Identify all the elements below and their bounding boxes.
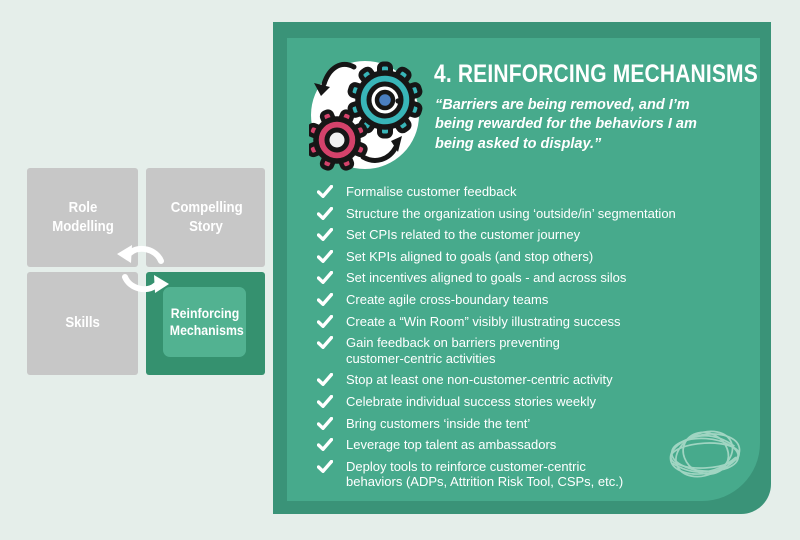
matrix-active-cell-highlight: Reinforcing Mechanisms: [163, 287, 246, 357]
matrix-cell-label: Skills: [65, 314, 100, 332]
gears-cycle-icon: [309, 61, 423, 171]
checklist-item-text: Create a “Win Room” visibly illustrating…: [346, 313, 621, 329]
checklist: Formalise customer feedback Structure th…: [317, 184, 732, 496]
check-icon: [317, 459, 333, 473]
matrix-cell-label: Role Modelling: [51, 198, 114, 235]
checklist-item-text: Leverage top talent as ambassadors: [346, 437, 557, 453]
check-icon: [317, 438, 333, 452]
checklist-item: Set KPIs aligned to goals (and stop othe…: [317, 249, 732, 265]
checklist-item-text: Deploy tools to reinforce customer-centr…: [346, 458, 624, 490]
checklist-item-text: Set CPIs related to the customer journey: [346, 227, 581, 243]
check-icon: [317, 185, 333, 198]
reinforcing-mechanisms-panel: 4. REINFORCING MECHANISMS “Barriers are …: [287, 38, 760, 501]
check-icon: [317, 416, 333, 430]
reinforcing-mechanisms-panel-frame: 4. REINFORCING MECHANISMS “Barriers are …: [273, 22, 771, 514]
panel-title: 4. REINFORCING MECHANISMS: [434, 60, 758, 88]
checklist-item-text: Create agile cross-boundary teams: [346, 291, 549, 307]
icon-cycle-arrows: [321, 61, 399, 163]
cycle-arrows-icon: [117, 245, 169, 293]
check-icon: [317, 206, 333, 220]
check-icon: [317, 314, 333, 328]
checklist-item: Set incentives aligned to goals - and ac…: [317, 270, 732, 286]
matrix-cell-compelling-story: Compelling Story: [146, 168, 265, 267]
check-icon: [317, 292, 333, 306]
check-icon: [317, 336, 333, 350]
checklist-item: Deploy tools to reinforce customer-centr…: [317, 459, 732, 490]
checklist-item: Celebrate individual success stories wee…: [317, 394, 732, 410]
checklist-item-text: Formalise customer feedback: [346, 184, 517, 199]
teal-gear: [347, 61, 423, 139]
matrix-cell-reinforcing-mechanisms: Reinforcing Mechanisms: [146, 272, 265, 375]
panel-quote: “Barriers are being removed, and I’m bei…: [435, 97, 697, 152]
checklist-item-text: Set incentives aligned to goals - and ac…: [346, 270, 627, 286]
checklist-item: Structure the organization using ‘outsid…: [317, 206, 732, 222]
checklist-item: Bring customers ‘inside the tent’: [317, 416, 732, 432]
pink-gear: [309, 109, 368, 171]
check-icon: [317, 271, 333, 285]
checklist-item-text: Gain feedback on barriers preventing cus…: [346, 335, 560, 366]
check-icon: [317, 228, 333, 242]
check-icon: [317, 394, 333, 408]
checklist-item: Formalise customer feedback: [317, 184, 732, 200]
scribble-sphere-logo: [669, 430, 741, 478]
checklist-item: Leverage top talent as ambassadors: [317, 437, 732, 453]
matrix-cell-label: Reinforcing Mechanisms: [169, 304, 244, 339]
checklist-item-text: Set KPIs aligned to goals (and stop othe…: [346, 248, 594, 264]
matrix-cell-role-modelling: Role Modelling: [27, 168, 138, 267]
matrix-cell-skills: Skills: [27, 272, 138, 375]
matrix-cell-label: Compelling Story: [170, 198, 243, 235]
influence-model-matrix: Role Modelling Compelling Story Skills R…: [27, 168, 265, 375]
checklist-item: Create a “Win Room” visibly illustrating…: [317, 314, 732, 330]
checklist-item-text: Structure the organization using ‘outsid…: [346, 205, 676, 221]
checklist-item-text: Bring customers ‘inside the tent’: [346, 415, 531, 431]
check-icon: [317, 249, 333, 263]
checklist-item-text: Stop at least one non-customer-centric a…: [346, 372, 613, 388]
checklist-item: Create agile cross-boundary teams: [317, 292, 732, 308]
checklist-item: Stop at least one non-customer-centric a…: [317, 372, 732, 388]
checklist-item: Gain feedback on barriers preventing cus…: [317, 335, 732, 366]
checklist-item-text: Celebrate individual success stories wee…: [346, 393, 597, 409]
check-icon: [317, 373, 333, 387]
checklist-item: Set CPIs related to the customer journey: [317, 227, 732, 243]
